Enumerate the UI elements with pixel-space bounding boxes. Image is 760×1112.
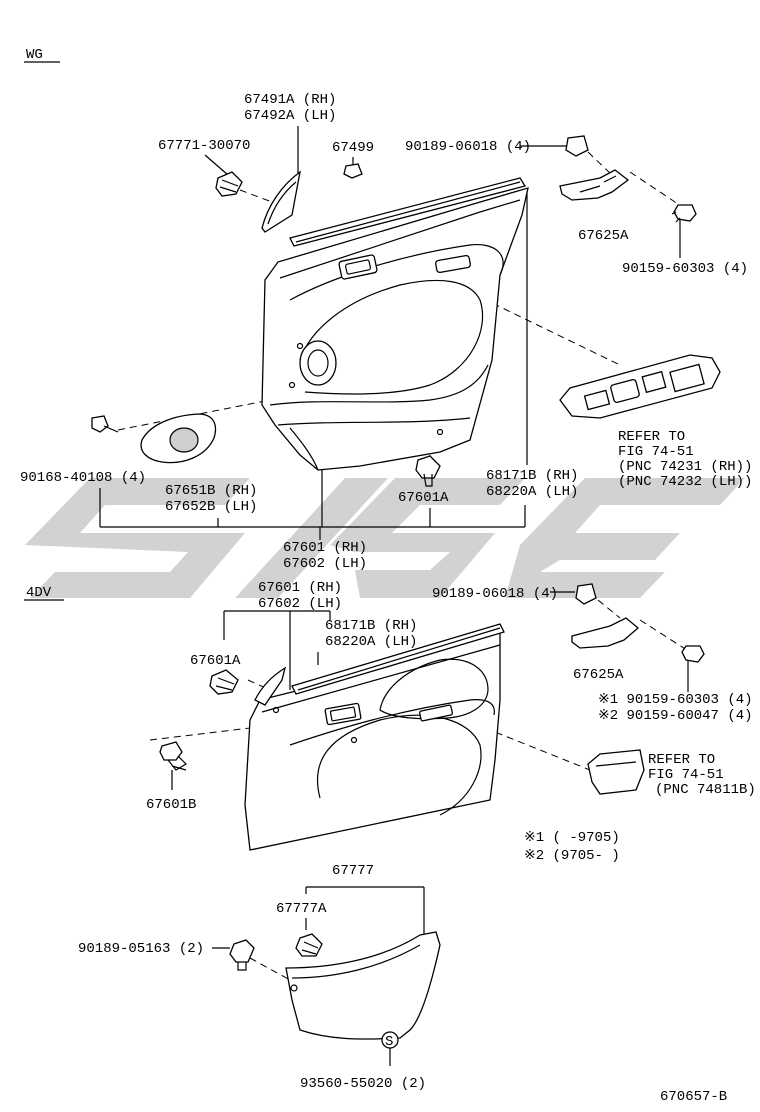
label-67651b: 67651B (RH) <box>165 483 257 499</box>
label-67601-dv: 67601 (RH) <box>258 580 342 596</box>
label-67777a: 67777A <box>276 901 327 917</box>
label-68220a-wg: 68220A (LH) <box>486 484 578 500</box>
push-clip-icon <box>209 669 239 695</box>
label-90189-06018-dv: 90189-06018 (4) <box>432 586 558 602</box>
label-67601a-dv: 67601A <box>190 653 241 669</box>
bracket-icon <box>571 583 640 649</box>
speaker-grille-wg <box>140 413 217 464</box>
footnote-2: ※2 (9705- ) <box>524 848 620 864</box>
power-window-switch-base <box>559 354 721 419</box>
washer-mark: S <box>385 1034 393 1050</box>
label-67492a: 67492A (LH) <box>244 108 336 124</box>
section-label-4dv: 4DV <box>26 585 52 601</box>
refer-line-3-dv: (PNC 74811B) <box>655 782 756 798</box>
bracket-icon <box>559 135 630 201</box>
washer-icon: S <box>381 1031 399 1050</box>
diagram-code: 670657-B <box>660 1089 727 1105</box>
label-67777: 67777 <box>332 863 374 879</box>
label-90189-06018-wg: 90189-06018 (4) <box>405 139 531 155</box>
corner-garnish-4dv <box>254 666 287 706</box>
belt-moulding-4dv <box>291 623 505 695</box>
label-93560-55020: 93560-55020 (2) <box>300 1076 426 1092</box>
section-label-wg: WG <box>26 47 43 63</box>
label-67602-dv: 67602 (LH) <box>258 596 342 612</box>
label-67602-wg: 67602 (LH) <box>283 556 367 572</box>
label-68220a-dv: 68220A (LH) <box>325 634 417 650</box>
nut-icon <box>343 163 363 179</box>
push-clip-icon <box>229 939 255 971</box>
label-67491a: 67491A (RH) <box>244 92 336 108</box>
screw-icon <box>671 204 697 223</box>
refer-line-4-wg: (PNC 74232 (LH)) <box>618 474 752 490</box>
label-67499: 67499 <box>332 140 374 156</box>
label-90189-05163: 90189-05163 (2) <box>78 941 204 957</box>
map-pocket-trim <box>285 931 441 1040</box>
label-67601b: 67601B <box>146 797 196 813</box>
label-67771: 67771-30070 <box>158 138 250 154</box>
refer-line-1-dv: REFER TO <box>648 752 715 768</box>
refer-line-2-wg: FIG 74-51 <box>618 444 694 460</box>
push-clip-icon <box>295 933 323 957</box>
leader-lines-4dv <box>171 591 689 790</box>
screw-icon <box>91 415 119 433</box>
label-68171b-wg: 68171B (RH) <box>486 468 578 484</box>
leader-lines-wg <box>99 126 681 540</box>
note-2-screw: ※2 90159-60047 (4) <box>598 708 753 724</box>
label-68171b-dv: 68171B (RH) <box>325 618 417 634</box>
door-trim-panel-wg <box>261 187 529 471</box>
label-67601-wg: 67601 (RH) <box>283 540 367 556</box>
label-67625a-dv: 67625A <box>573 667 624 683</box>
refer-line-1-wg: REFER TO <box>618 429 685 445</box>
push-clip-icon <box>159 741 187 771</box>
watermark-logo <box>25 478 745 598</box>
screw-icon <box>681 645 705 663</box>
label-67601a-wg: 67601A <box>398 490 449 506</box>
label-67652b: 67652B (LH) <box>165 499 257 515</box>
push-clip-icon <box>215 171 243 197</box>
push-clip-icon <box>415 455 441 487</box>
footnote-1: ※1 ( -9705) <box>524 830 620 846</box>
label-67625a-wg: 67625A <box>578 228 629 244</box>
belt-moulding-wg <box>289 177 527 247</box>
refer-line-2-dv: FIG 74-51 <box>648 767 724 783</box>
corner-garnish-wg <box>261 170 301 233</box>
note-1-screw: ※1 90159-60303 (4) <box>598 692 753 708</box>
door-trim-panel-4dv <box>244 627 501 851</box>
armrest-pocket <box>587 749 645 795</box>
label-90168-40108: 90168-40108 (4) <box>20 470 146 486</box>
label-90159-60303-wg: 90159-60303 (4) <box>622 261 748 277</box>
refer-line-3-wg: (PNC 74231 (RH)) <box>618 459 752 475</box>
